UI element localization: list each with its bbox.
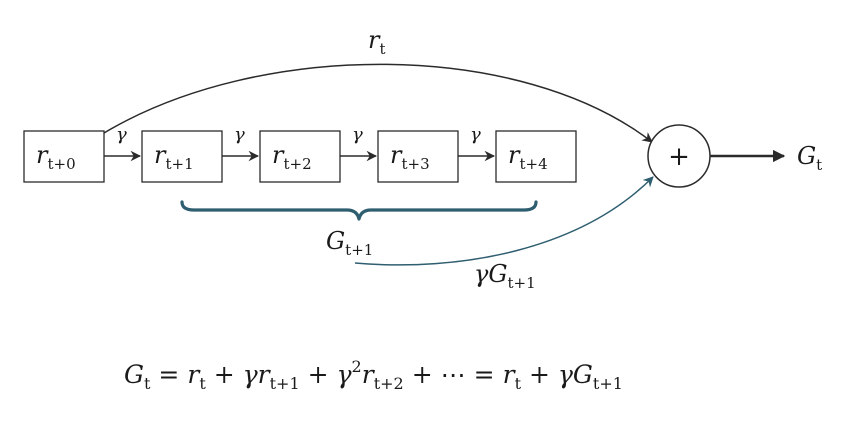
svg-text:γ: γ (116, 124, 127, 145)
output-label: Gt (797, 142, 822, 174)
svg-text:rt+4: rt+4 (508, 141, 548, 173)
svg-text:γ: γ (234, 124, 245, 145)
brace-label: Gt+1 (326, 227, 373, 259)
svg-text:rt+0: rt+0 (36, 141, 76, 173)
curly-brace (180, 200, 538, 221)
svg-text:rt+1: rt+1 (154, 141, 194, 173)
sum-node: + (647, 124, 711, 188)
gamma-arrow-4: γ (458, 124, 496, 162)
reward-box-3: rt+3 (377, 130, 459, 183)
gamma-arrow-1: γ (104, 124, 142, 162)
svg-text:γ: γ (470, 124, 481, 145)
reward-box-2: rt+2 (259, 130, 341, 183)
return-equation: Gt=rt+γrt+1+γ2rt+2+⋯=rt+γGt+1 (124, 357, 623, 393)
svg-text:rt+3: rt+3 (390, 141, 430, 173)
feedback-label: γGt+1 (474, 260, 536, 292)
gamma-arrow-2: γ (222, 124, 260, 162)
plus-icon: + (668, 142, 690, 172)
top-arc-label: rt (368, 26, 386, 58)
feedback-arrow (354, 176, 654, 266)
reward-box-1: rt+1 (141, 130, 223, 183)
reward-box-0: rt+0 (23, 130, 105, 183)
gamma-arrow-3: γ (340, 124, 378, 162)
svg-text:γ: γ (352, 124, 363, 145)
top-arc-arrow (103, 63, 653, 143)
svg-text:rt+2: rt+2 (272, 141, 312, 173)
reward-box-4: rt+4 (495, 130, 577, 183)
